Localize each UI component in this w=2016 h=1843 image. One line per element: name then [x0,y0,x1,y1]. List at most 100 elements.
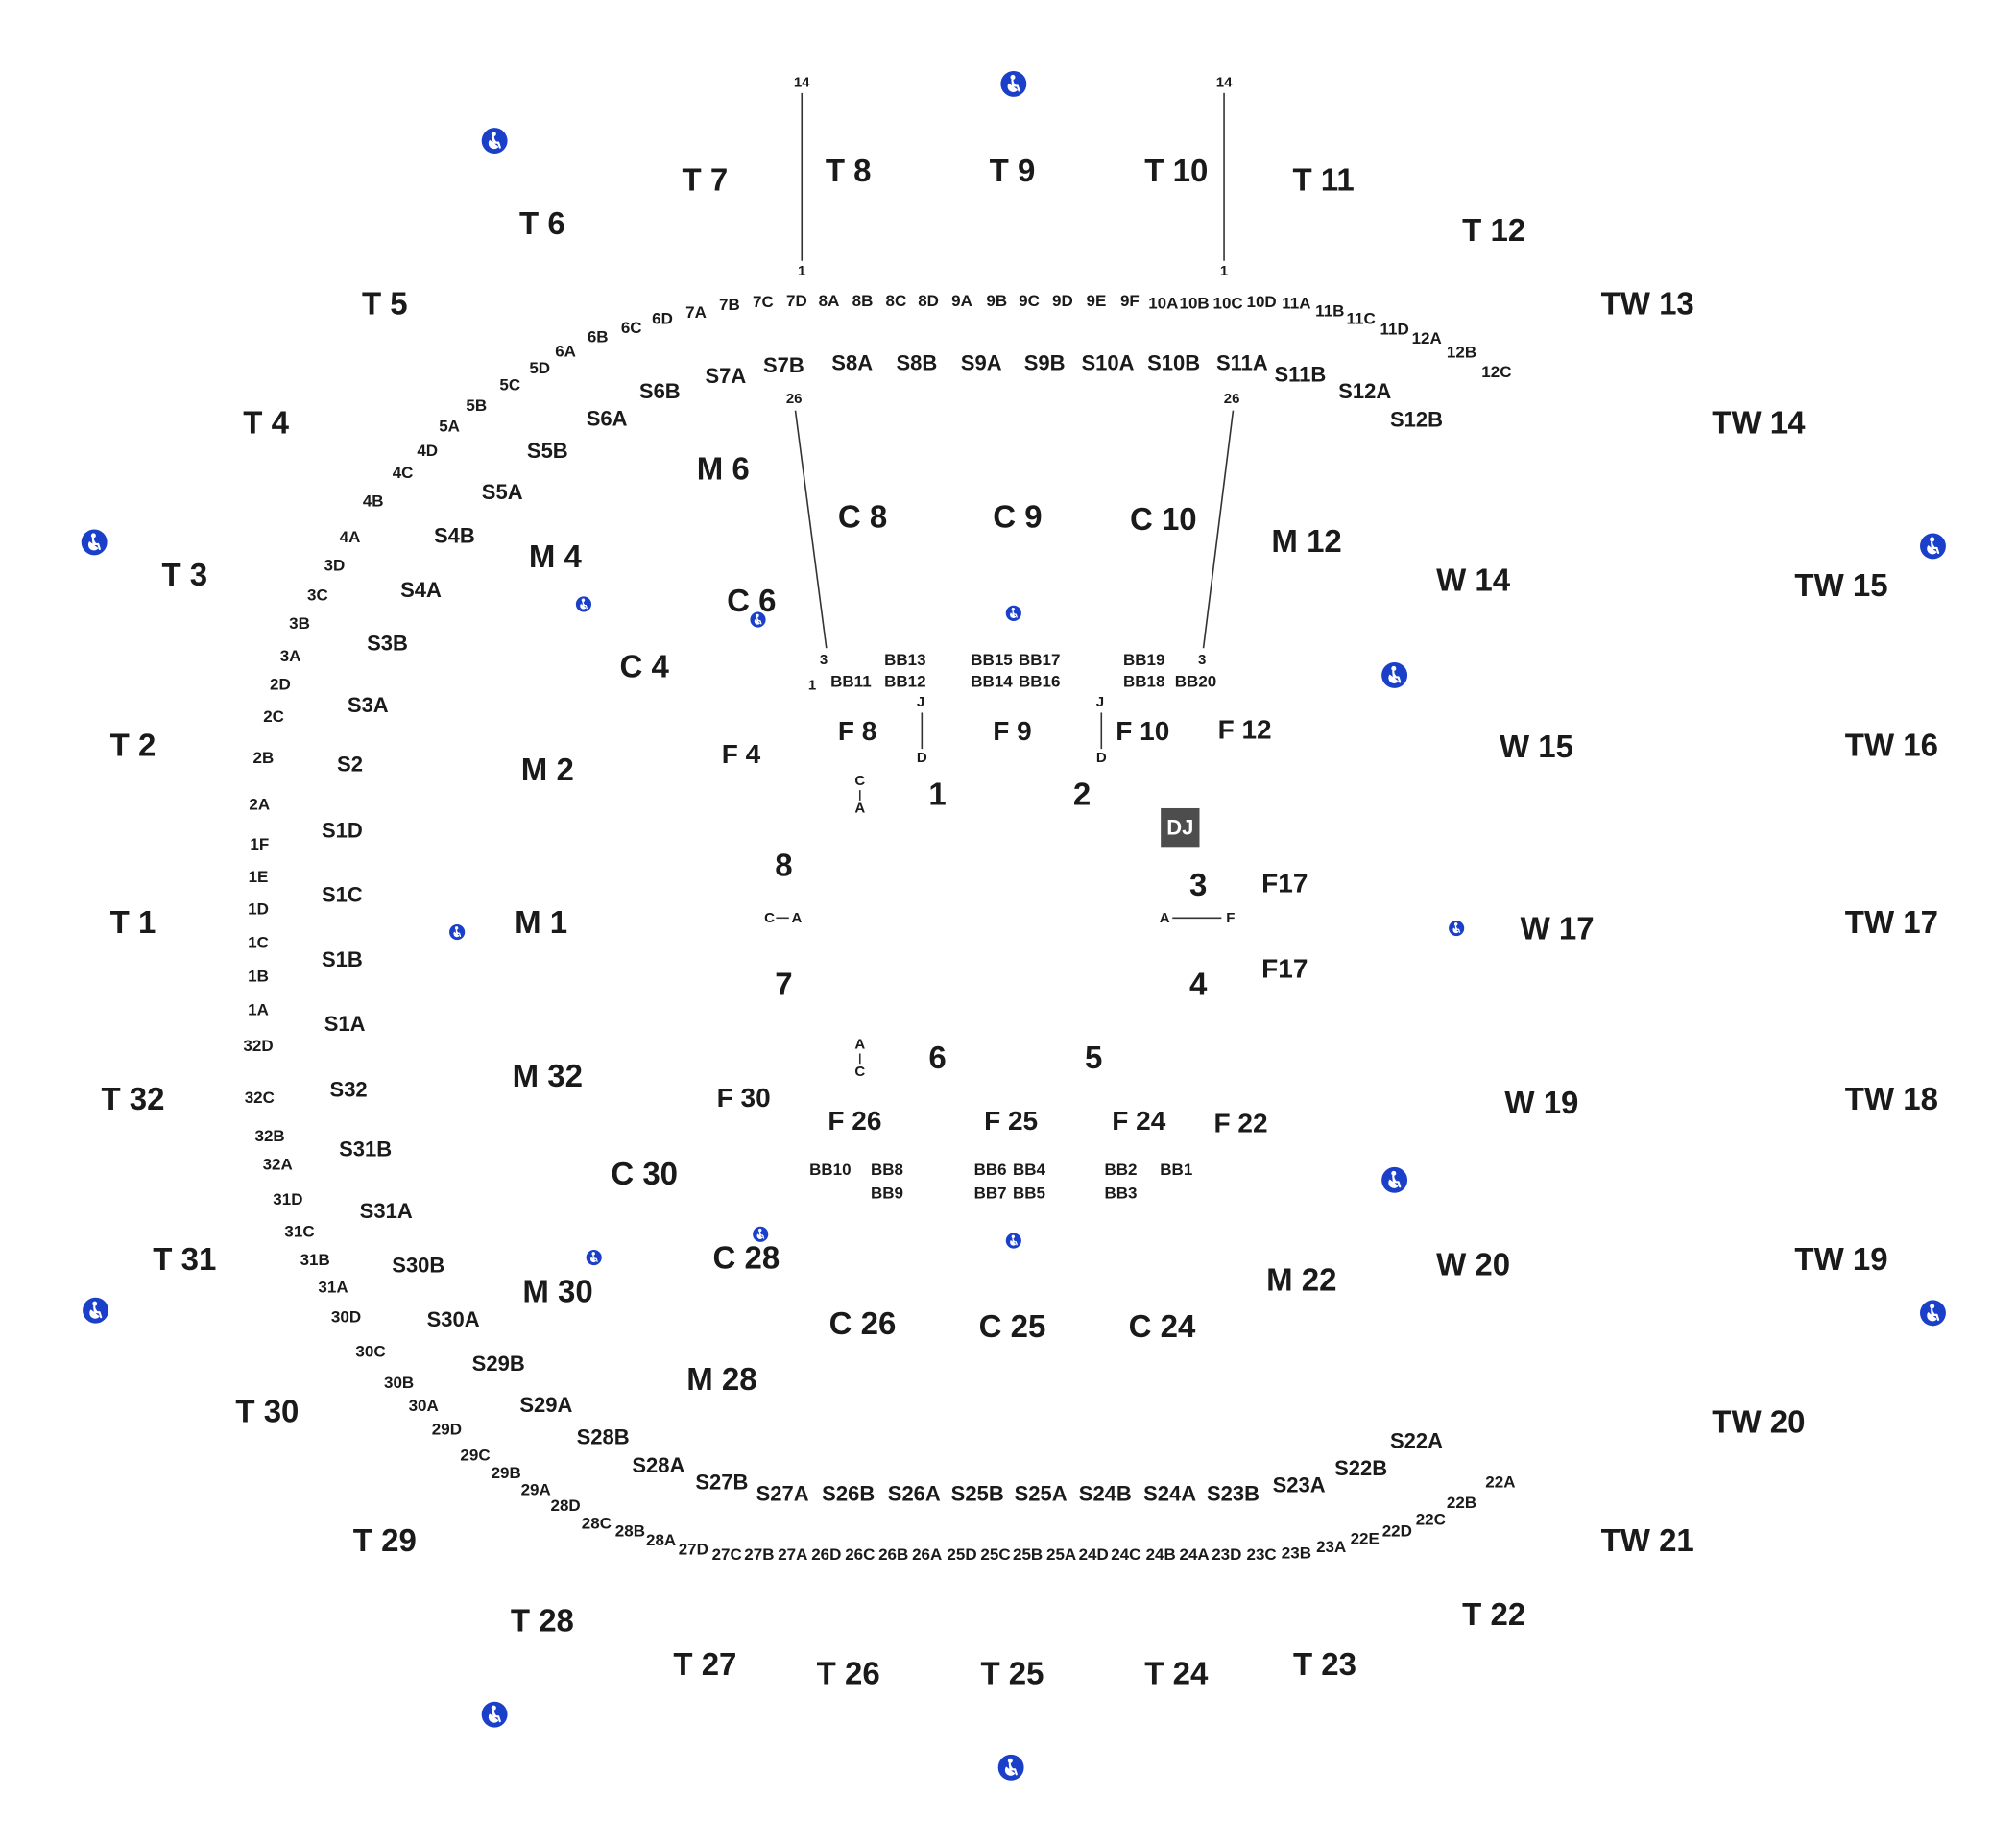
section-t3[interactable]: T 3 [161,557,207,592]
bar-box-bb11[interactable]: BB11 [830,673,872,691]
row-marker-a[interactable]: A [854,801,865,817]
box-30b[interactable]: 30B [384,1374,414,1392]
box-1b[interactable]: 1B [248,967,269,985]
row-marker-c[interactable]: C [854,773,865,789]
box-25c[interactable]: 25C [980,1545,1010,1564]
suite-s25a[interactable]: S25A [1015,1482,1068,1506]
box-8a[interactable]: 8A [819,292,840,310]
section-c25[interactable]: C 25 [979,1308,1046,1344]
section-tw19[interactable]: TW 19 [1794,1241,1887,1277]
section-t5[interactable]: T 5 [362,286,408,322]
bar-box-bb13[interactable]: BB13 [884,651,925,669]
section-m6[interactable]: M 6 [697,451,750,487]
floor-section-f10[interactable]: F 10 [1116,716,1169,746]
section-t23[interactable]: T 23 [1293,1646,1356,1682]
section-tw18[interactable]: TW 18 [1845,1081,1938,1116]
suite-s1d[interactable]: S1D [322,818,363,842]
box-4d[interactable]: 4D [417,442,438,460]
row-marker-3[interactable]: 3 [820,652,828,668]
box-32a[interactable]: 32A [263,1156,293,1174]
section-c26[interactable]: C 26 [829,1305,897,1341]
section-tw21[interactable]: TW 21 [1601,1522,1694,1558]
suite-s11a[interactable]: S11A [1216,350,1268,374]
suite-s11b[interactable]: S11B [1274,363,1326,387]
suite-s2[interactable]: S2 [337,753,363,777]
box-1a[interactable]: 1A [248,1000,269,1018]
suite-s1b[interactable]: S1B [322,947,363,971]
suite-s24a[interactable]: S24A [1143,1482,1196,1506]
row-marker-c[interactable]: C [854,1064,865,1080]
dj-booth[interactable]: DJ [1161,807,1200,848]
row-marker-d[interactable]: D [917,750,927,766]
section-t25[interactable]: T 25 [980,1656,1044,1691]
box-11a[interactable]: 11A [1282,295,1310,313]
section-c24[interactable]: C 24 [1129,1308,1196,1344]
row-marker-26[interactable]: 26 [786,391,803,407]
section-w15[interactable]: W 15 [1500,729,1573,764]
box-22b[interactable]: 22B [1447,1494,1476,1512]
suite-s12a[interactable]: S12A [1338,379,1391,403]
section-tw16[interactable]: TW 16 [1845,728,1938,763]
section-m4[interactable]: M 4 [529,539,583,574]
box-27d[interactable]: 27D [679,1541,708,1559]
suite-s4a[interactable]: S4A [400,578,442,602]
box-1d[interactable]: 1D [248,899,269,918]
box-27c[interactable]: 27C [712,1545,742,1564]
box-31a[interactable]: 31A [318,1279,348,1297]
suite-s25b[interactable]: S25B [951,1482,1004,1506]
section-c9[interactable]: C 9 [993,499,1042,535]
box-31d[interactable]: 31D [273,1190,302,1209]
section-m12[interactable]: M 12 [1271,523,1341,559]
section-t30[interactable]: T 30 [235,1394,299,1429]
row-marker-3[interactable]: 3 [1198,652,1206,668]
row-marker-14[interactable]: 14 [794,75,810,91]
box-3b[interactable]: 3B [289,614,310,633]
box-11d[interactable]: 11D [1380,321,1408,339]
bar-box-bb12[interactable]: BB12 [884,673,925,691]
bar-box-bb4[interactable]: BB4 [1013,1161,1046,1179]
box-27b[interactable]: 27B [744,1545,774,1564]
box-23c[interactable]: 23C [1247,1545,1277,1564]
suite-s7a[interactable]: S7A [706,364,747,388]
section-t6[interactable]: T 6 [519,205,565,241]
section-m22[interactable]: M 22 [1266,1261,1336,1297]
floor-section-f4[interactable]: F 4 [722,739,761,769]
box-22c[interactable]: 22C [1416,1511,1446,1529]
section-t8[interactable]: T 8 [826,153,872,188]
row-marker-a[interactable]: A [1160,910,1170,926]
row-marker-c[interactable]: C [764,910,775,926]
box-12a[interactable]: 12A [1412,329,1442,347]
suite-s30a[interactable]: S30A [427,1307,480,1331]
box-28d[interactable]: 28D [551,1496,581,1515]
box-11c[interactable]: 11C [1346,310,1375,328]
suite-s22a[interactable]: S22A [1390,1429,1443,1453]
table-2[interactable]: 2 [1073,777,1091,812]
suite-s29a[interactable]: S29A [519,1393,572,1417]
floor-section-f26[interactable]: F 26 [828,1106,881,1136]
section-c8[interactable]: C 8 [838,499,887,535]
box-5b[interactable]: 5B [466,396,487,415]
bar-box-bb8[interactable]: BB8 [871,1161,903,1179]
box-22d[interactable]: 22D [1382,1522,1412,1541]
box-9a[interactable]: 9A [951,292,972,310]
box-5a[interactable]: 5A [439,417,460,435]
section-c10[interactable]: C 10 [1130,501,1197,537]
suite-s27b[interactable]: S27B [695,1471,748,1495]
bar-box-bb1[interactable]: BB1 [1160,1161,1192,1179]
bar-box-bb10[interactable]: BB10 [809,1161,851,1179]
floor-section-f8[interactable]: F 8 [838,716,876,746]
box-24d[interactable]: 24D [1079,1545,1109,1564]
floor-section-f22[interactable]: F 22 [1213,1109,1267,1138]
section-t1[interactable]: T 1 [110,904,156,940]
section-t29[interactable]: T 29 [353,1522,417,1558]
box-1f[interactable]: 1F [250,835,269,853]
box-28c[interactable]: 28C [582,1515,612,1533]
box-6c[interactable]: 6C [621,319,642,337]
section-c30[interactable]: C 30 [611,1156,678,1191]
bar-box-bb5[interactable]: BB5 [1013,1184,1045,1202]
box-10b[interactable]: 10B [1180,295,1210,313]
box-30c[interactable]: 30C [355,1343,385,1361]
section-t2[interactable]: T 2 [110,728,156,763]
box-31c[interactable]: 31C [284,1223,314,1241]
table-5[interactable]: 5 [1085,1040,1102,1075]
